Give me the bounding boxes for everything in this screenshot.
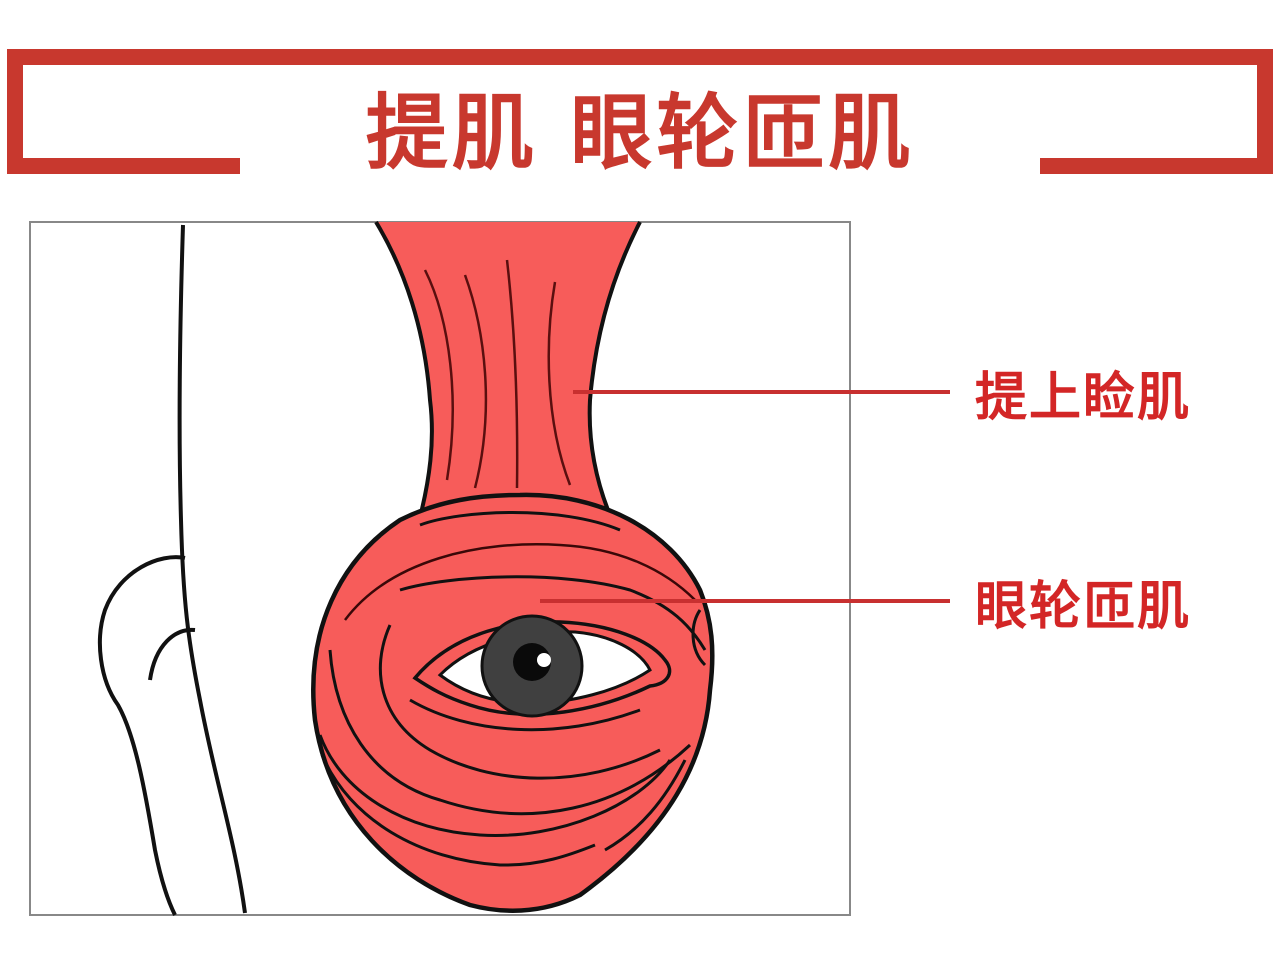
eye-icon: [412, 614, 672, 718]
pupil: [513, 643, 551, 681]
page-title: 提肌 眼轮匝肌: [365, 85, 915, 181]
title-frame-left-bracket: [7, 49, 1273, 174]
eye-highlight: [537, 653, 551, 667]
head-outline: [177, 224, 247, 914]
ear-icon: [97, 555, 196, 916]
label-orbicularis-oculi: 眼轮匝肌: [975, 576, 1192, 637]
levator-muscle: [374, 220, 642, 530]
label-levator-palpebrae: 提上睑肌: [975, 367, 1192, 428]
title-frame: [7, 49, 1273, 174]
